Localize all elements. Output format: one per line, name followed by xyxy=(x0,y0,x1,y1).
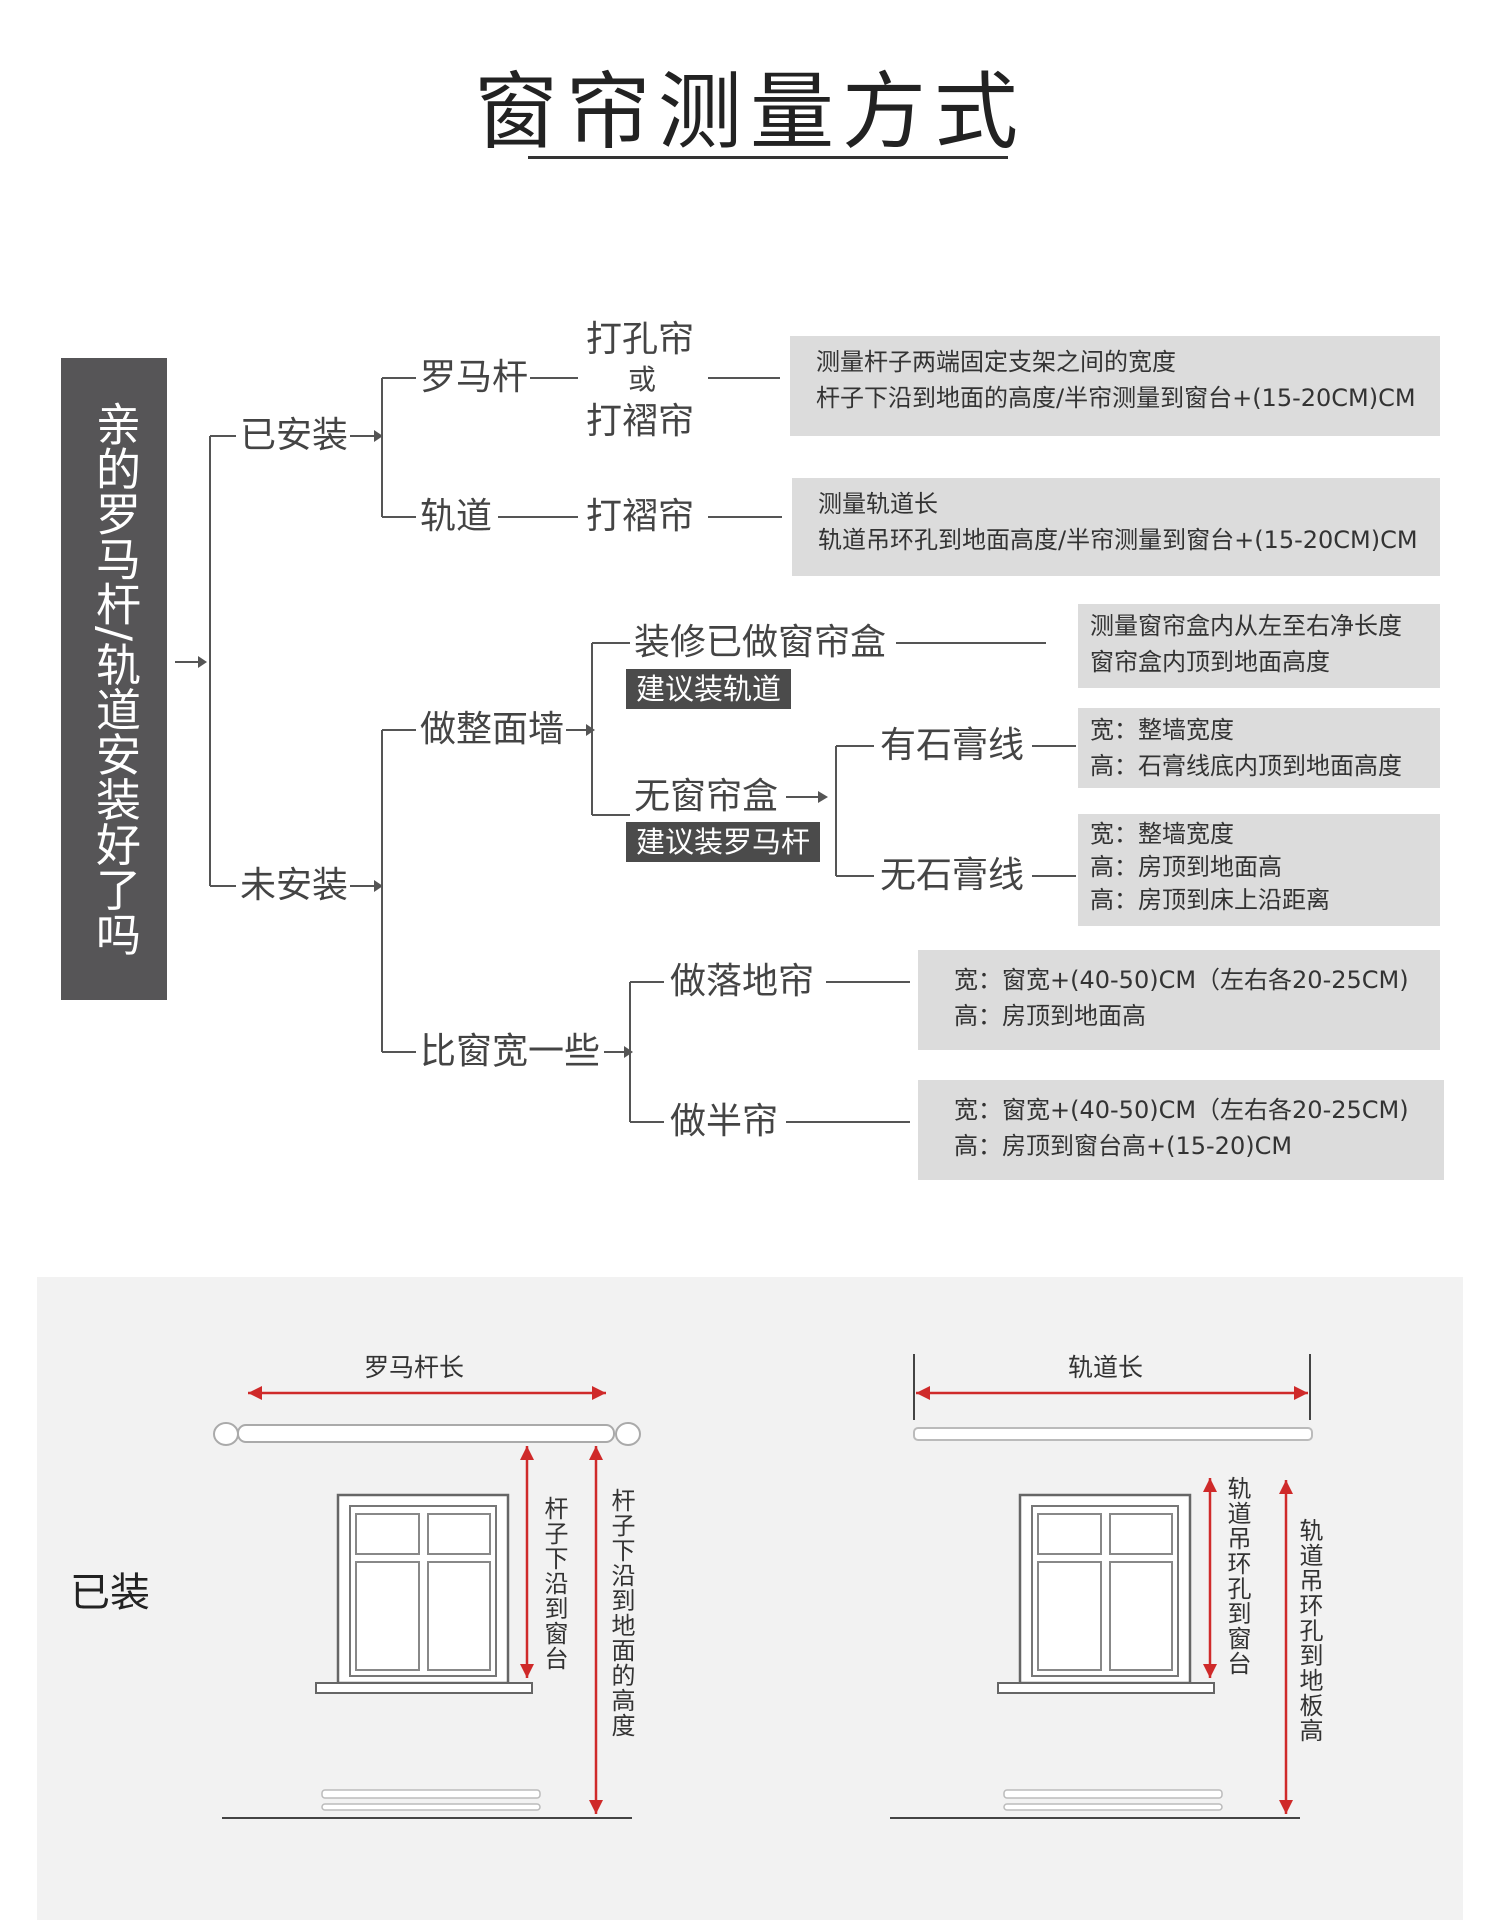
info-line: 窗帘盒内顶到地面高度 xyxy=(1090,648,1330,676)
info-line: 高：房顶到地面高 xyxy=(954,1002,1146,1030)
tree-connectors xyxy=(175,377,1076,1123)
title-underline xyxy=(528,156,1008,159)
track-diagram xyxy=(890,1354,1313,1819)
info-box-molding: 宽：整墙宽度 高：石膏线底内顶到地面高度 xyxy=(1078,708,1440,788)
roman-rod-diagram xyxy=(213,1386,641,1819)
info-box-half: 宽：窗宽+(40-50)CM（左右各20-25CM) 高：房顶到窗台高+(15-… xyxy=(918,1080,1444,1180)
track-to-floor-label: 轨道吊环孔到地板高 xyxy=(1295,1518,1323,1743)
node-has-molding: 有石膏线 xyxy=(880,725,1025,766)
node-or: 或 xyxy=(628,363,657,396)
info-box-curtain-box: 测量窗帘盒内从左至右净长度 窗帘盒内顶到地面高度 xyxy=(1078,604,1440,688)
info-line: 测量窗帘盒内从左至右净长度 xyxy=(1090,612,1402,640)
node-not-installed: 未安装 xyxy=(240,865,349,906)
info-line: 宽：整墙宽度 xyxy=(1090,820,1234,848)
info-line: 宽：整墙宽度 xyxy=(1090,716,1234,744)
info-box-no-molding: 宽：整墙宽度 高：房顶到地面高 高：房顶到床上沿距离 xyxy=(1078,814,1440,926)
rod-length-label: 罗马杆长 xyxy=(364,1353,465,1382)
node-installed: 已安装 xyxy=(240,415,349,456)
info-line: 宽：窗宽+(40-50)CM（左右各20-25CM) xyxy=(954,1096,1409,1124)
node-no-molding: 无石膏线 xyxy=(880,855,1025,896)
node-whole-wall: 做整面墙 xyxy=(420,709,565,750)
tag-suggest-track: 建议装轨道 xyxy=(626,669,792,709)
node-no-box: 无窗帘盒 xyxy=(634,776,779,817)
info-line: 轨道吊环孔到地面高度/半帘测量到窗台+(15-20CM)CM xyxy=(818,526,1418,554)
info-box-track: 测量轨道长 轨道吊环孔到地面高度/半帘测量到窗台+(15-20CM)CM xyxy=(792,478,1440,576)
node-wider: 比窗宽一些 xyxy=(420,1031,601,1072)
illustration-panel xyxy=(37,1277,1463,1920)
info-line: 高：房顶到床上沿距离 xyxy=(1090,886,1330,914)
info-line: 高：房顶到窗台高+(15-20)CM xyxy=(954,1132,1293,1160)
node-roman-rod: 罗马杆 xyxy=(420,357,529,398)
page-title: 窗帘测量方式 xyxy=(473,63,1026,161)
info-box-floor: 宽：窗宽+(40-50)CM（左右各20-25CM) 高：房顶到地面高 xyxy=(918,950,1440,1050)
install-question: 亲的罗马杆/轨道安装好了吗 xyxy=(61,358,167,1000)
node-half-length: 做半帘 xyxy=(670,1101,779,1142)
node-pleated-track: 打褶帘 xyxy=(586,496,695,537)
track-to-sill-label: 轨道吊环孔到窗台 xyxy=(1223,1476,1251,1676)
info-line: 宽：窗宽+(40-50)CM（左右各20-25CM) xyxy=(954,966,1409,994)
rod-to-floor-label: 杆子下沿到地面的高度 xyxy=(607,1488,635,1738)
tag-suggest-roman: 建议装罗马杆 xyxy=(626,822,821,862)
info-box-roman: 测量杆子两端固定支架之间的宽度 杆子下沿到地面的高度/半帘测量到窗台+(15-2… xyxy=(790,336,1440,436)
node-floor-length: 做落地帘 xyxy=(670,961,815,1002)
node-renovated-box: 装修已做窗帘盒 xyxy=(634,622,887,663)
info-line: 测量杆子两端固定支架之间的宽度 xyxy=(816,348,1176,376)
info-line: 高：石膏线底内顶到地面高度 xyxy=(1090,752,1402,780)
track-length-label: 轨道长 xyxy=(1068,1353,1144,1382)
node-grommet: 打孔帘 xyxy=(586,319,695,360)
installed-label: 已装 xyxy=(70,1570,150,1616)
info-line: 高：房顶到地面高 xyxy=(1090,853,1282,881)
node-track: 轨道 xyxy=(420,496,493,537)
node-pleated-roman: 打褶帘 xyxy=(586,401,695,442)
info-line: 杆子下沿到地面的高度/半帘测量到窗台+(15-20CM)CM xyxy=(816,384,1416,412)
rod-to-sill-label: 杆子下沿到窗台 xyxy=(540,1496,568,1671)
info-line: 测量轨道长 xyxy=(818,490,938,518)
